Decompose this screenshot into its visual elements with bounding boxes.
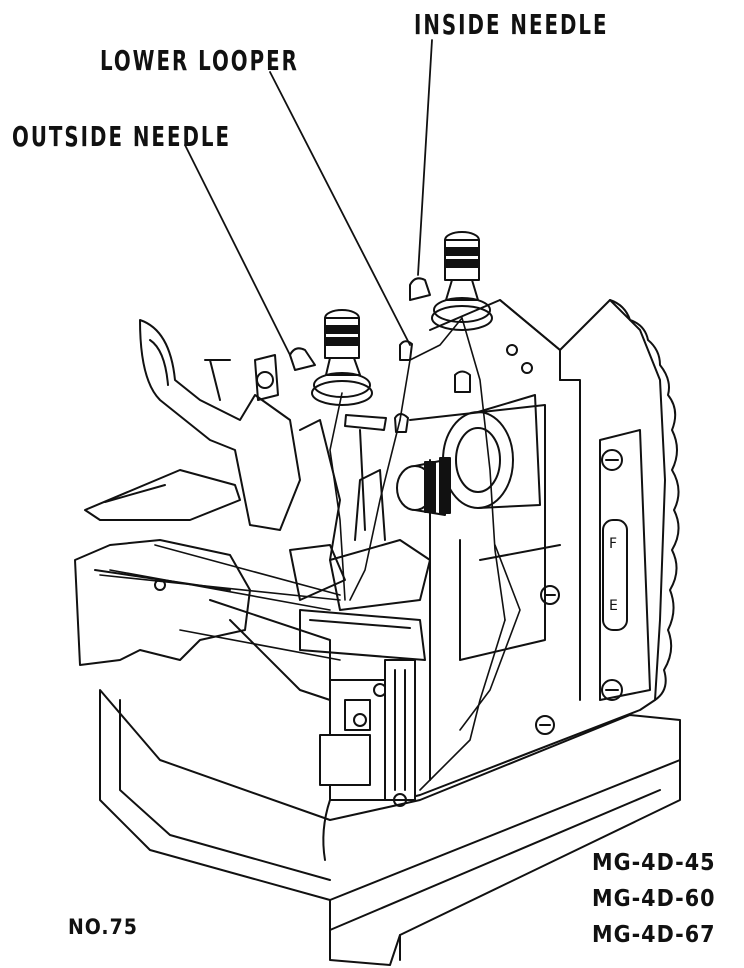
leader-outside-needle xyxy=(184,144,291,356)
pulley-assembly xyxy=(396,394,541,516)
model-item: MG-4D-45 xyxy=(592,850,716,876)
model-item: MG-4D-60 xyxy=(592,886,716,912)
label-lower-looper: LOWER LOOPER xyxy=(100,46,299,78)
tension-discs xyxy=(289,231,493,433)
label-outside-needle: OUTSIDE NEEDLE xyxy=(12,122,232,154)
plate-letter-f: F xyxy=(609,536,617,552)
needle-plate xyxy=(289,419,431,861)
thread-paths xyxy=(99,317,521,791)
model-list: MG-4D-45 MG-4D-60 MG-4D-67 xyxy=(592,845,716,953)
leader-lower-looper xyxy=(269,71,411,346)
callout-leaders xyxy=(184,39,433,356)
plate-letter-e: E xyxy=(609,598,618,614)
model-item: MG-4D-67 xyxy=(592,922,716,948)
leader-inside-needle xyxy=(417,39,433,276)
knife-arm xyxy=(139,319,301,531)
figure-number: NO.75 xyxy=(68,915,138,939)
machine-base xyxy=(99,689,681,966)
label-inside-needle: INSIDE NEEDLE xyxy=(414,10,609,42)
